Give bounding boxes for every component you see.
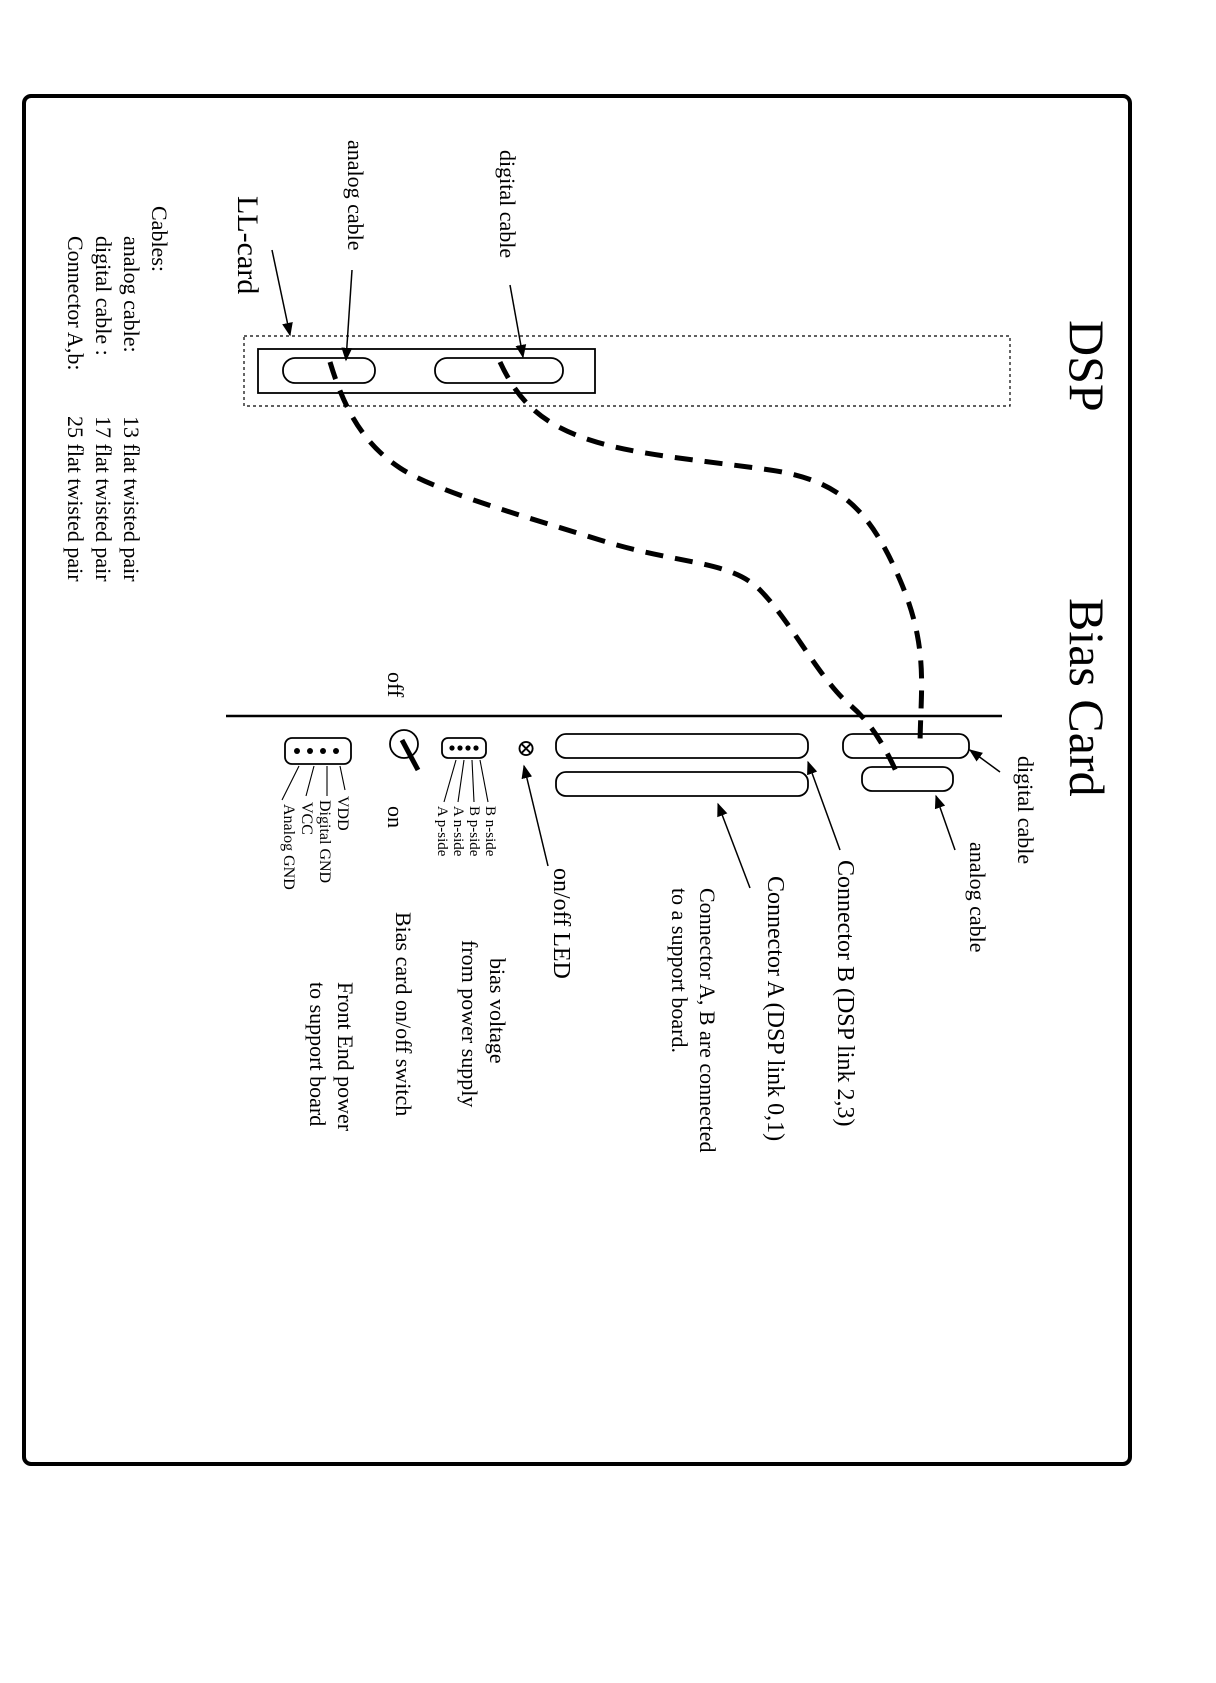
power-pin xyxy=(333,748,339,754)
front-end-power-line2: to support board xyxy=(305,982,330,1126)
digital-cable-right-label: digital cable xyxy=(1013,756,1038,864)
bias-analog-connector xyxy=(861,766,954,792)
bias-pin xyxy=(465,745,471,751)
connector-b xyxy=(555,733,809,759)
power-pin-label: VCC xyxy=(298,802,315,835)
ll-card-arrow xyxy=(271,249,293,337)
bias-voltage-label-line1: bias voltage xyxy=(485,958,510,1064)
power-pin-label: Digital GND xyxy=(316,800,333,883)
bias-digital-connector xyxy=(842,733,970,759)
led-icon: ⊗ xyxy=(516,736,536,762)
switch-description: Bias card on/off switch xyxy=(391,912,416,1116)
bias-voltage-connector xyxy=(441,737,487,759)
connectors-note-line1: Connector A, B are connected xyxy=(695,888,720,1153)
bias-pin-label: B n-side xyxy=(482,806,498,857)
cables-legend-name: Connector A,b: xyxy=(63,236,88,370)
analog-cable-top-arrow xyxy=(341,269,353,362)
analog-cable-right-arrow xyxy=(934,794,956,851)
power-pin xyxy=(294,748,300,754)
digital-cable-right-arrow xyxy=(968,749,1001,773)
ll-card-label: LL-card xyxy=(231,196,264,294)
cables-legend-heading: Cables: xyxy=(147,206,172,272)
digital-cable-top-arrow xyxy=(509,284,527,359)
digital-cable-run xyxy=(497,360,925,751)
switch-on-label: on xyxy=(383,806,408,828)
bias-pin-label: A p-side xyxy=(434,806,450,857)
cables-legend-spec: 17 flat twisted pair xyxy=(91,416,116,582)
page-frame xyxy=(22,94,1132,1466)
dsp-crate xyxy=(243,335,1011,407)
analog-cable-right-label: analog cable xyxy=(965,842,990,953)
power-pin-label: Analog GND xyxy=(280,804,297,890)
front-end-power-line1: Front End power xyxy=(333,982,358,1132)
digital-cable-top-label: digital cable xyxy=(495,150,520,258)
connector-b-label: Connector B (DSP link 2,3) xyxy=(832,860,858,1126)
bias-pin-label: B p-side xyxy=(466,806,482,857)
front-end-power-connector xyxy=(284,737,352,765)
led-label: on/off LED xyxy=(548,868,574,979)
led-arrow xyxy=(521,764,549,867)
analog-cable-run xyxy=(327,361,903,782)
cables-legend-spec: 13 flat twisted pair xyxy=(119,416,144,582)
bias-pin xyxy=(449,745,455,751)
switch-lever xyxy=(399,738,421,772)
ll-card xyxy=(257,348,596,394)
connector-a-label: Connector A (DSP link 0,1) xyxy=(762,876,788,1141)
connector-a xyxy=(555,771,809,797)
dsp-title: DSP xyxy=(1059,320,1115,412)
bias-pin-label: A n-side xyxy=(450,806,466,857)
switch-knob xyxy=(389,729,419,759)
cables-legend-name: analog cable: xyxy=(119,236,144,353)
power-pin xyxy=(307,748,313,754)
cables-legend-spec: 25 flat twisted pair xyxy=(63,416,88,582)
power-pin xyxy=(320,748,326,754)
cables-legend-name: digital cable : xyxy=(91,236,116,356)
switch-off-label: off xyxy=(383,672,408,698)
connectors-note-line2: to a support board. xyxy=(667,888,692,1053)
bias-pin xyxy=(473,745,479,751)
bias-card-title: Bias Card xyxy=(1059,598,1115,797)
ll-digital-connector xyxy=(434,357,564,384)
connector-b-arrow xyxy=(807,760,841,851)
connector-a-arrow xyxy=(717,802,751,889)
power-pin-leaders xyxy=(281,765,346,801)
bias-pin xyxy=(457,745,463,751)
ll-analog-connector xyxy=(282,357,376,384)
bias-pin-leaders xyxy=(443,759,489,803)
power-pin-label: VDD xyxy=(334,796,351,831)
analog-cable-top-label: analog cable xyxy=(343,140,368,251)
bias-voltage-label-line2: from power supply xyxy=(457,940,482,1107)
